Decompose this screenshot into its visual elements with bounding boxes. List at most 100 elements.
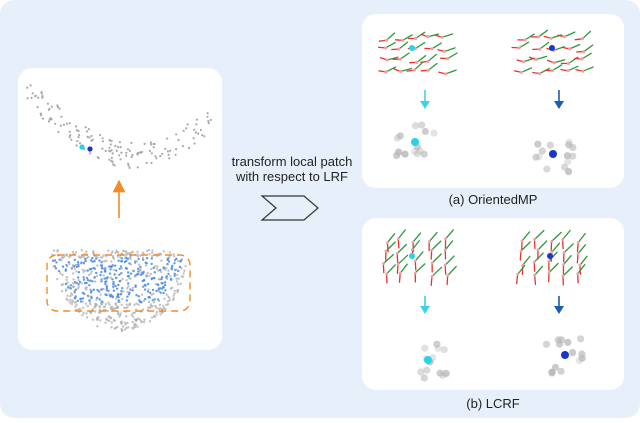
frame-origin [397,238,400,241]
bowl-highlight-point [120,265,122,267]
frame-origin [577,252,580,255]
bowl-point [83,256,85,258]
bowl-point [91,270,93,272]
bowl-highlight-point [93,276,95,278]
bowl-highlight-point [146,257,148,259]
bowl-point [82,307,84,309]
bowl-point [82,312,84,314]
bowl-point [87,305,89,307]
bowl-highlight-point [134,284,136,286]
bowl-highlight-point [164,281,166,283]
bowl-point [82,269,84,271]
bowl-point [85,286,87,288]
bowl-point [100,293,102,295]
bowl-highlight-point [101,300,103,302]
bowl-highlight-point [120,293,122,295]
patch-point [548,369,555,376]
bowl-point [57,249,59,251]
arc-point [193,129,195,131]
patch-query-point [561,351,569,359]
patch-point [569,349,576,356]
bowl-point [85,251,87,253]
arc-point [128,165,130,167]
arc-point [105,150,107,152]
bowl-highlight-point [126,299,128,301]
bowl-point [167,296,169,298]
arc-point [177,139,179,141]
bowl-point [70,292,72,294]
bowl-point [169,251,171,253]
bowl-point [121,278,123,280]
bowl-point [125,315,127,317]
bowl-point [148,301,150,303]
arc-point [167,150,169,152]
frame-origin [431,262,434,265]
frame-origin [550,240,553,243]
bowl-point [109,276,111,278]
frame-origin [516,273,519,276]
caption-orientedmp: (a) OrientedMP [362,192,624,207]
bowl-point [96,275,98,277]
bowl-point [156,311,158,313]
query-point-blue [87,146,92,151]
bowl-point [156,268,158,270]
frame-origin [580,57,583,60]
bowl-point [149,320,151,322]
bowl-point [72,264,74,266]
bowl-point [82,271,84,273]
bowl-highlight-point [83,276,85,278]
bowl-highlight-point [132,289,134,291]
arc-point [164,148,166,150]
arc-point [175,154,177,156]
bowl-point [65,253,67,255]
bowl-highlight-point [144,288,146,290]
bowl-highlight-point [55,261,57,263]
arc-point [125,155,127,157]
bowl-point [116,277,118,279]
bowl-point [59,272,61,274]
patch-point [565,168,572,175]
transform-label-line1: transform local patch [222,154,362,169]
bowl-highlight-point [106,289,108,291]
arc-point [31,97,33,99]
frame-origin [385,39,388,42]
bowl-point [147,288,149,290]
frame-origin [444,72,447,75]
bowl-point [176,291,178,293]
bowl-point [175,269,177,271]
arc-point [146,162,148,164]
arc-point [168,157,170,159]
frame-origin [446,274,449,277]
bowl-highlight-point [113,290,115,292]
bowl-point [94,310,96,312]
arc-point [86,136,88,138]
bowl-point [146,250,148,252]
frame-origin [548,271,551,274]
frame-origin [430,249,433,252]
frame-query-blue [547,253,553,259]
arc-point [85,126,87,128]
frame-origin [582,50,585,53]
frame-origin [549,37,552,40]
bowl-point [166,278,168,280]
bowl-point [68,263,70,265]
bowl-point [110,317,112,319]
bowl-point [137,272,139,274]
bowl-point [176,274,178,276]
patch-point [564,158,571,165]
arc-point [200,129,202,131]
bowl-point [65,290,67,292]
arc-point [141,151,143,153]
bowl-point [156,265,158,267]
bowl-highlight-point [79,298,81,300]
arc-point [196,119,198,121]
bowl-highlight-point [164,284,166,286]
bowl-point [53,265,55,267]
bowl-highlight-point [96,297,98,299]
bowl-highlight-point [117,260,119,262]
arc-point [60,116,62,118]
bowl-point [134,326,136,328]
bowl-point [132,321,134,323]
bowl-highlight-point [88,299,90,301]
